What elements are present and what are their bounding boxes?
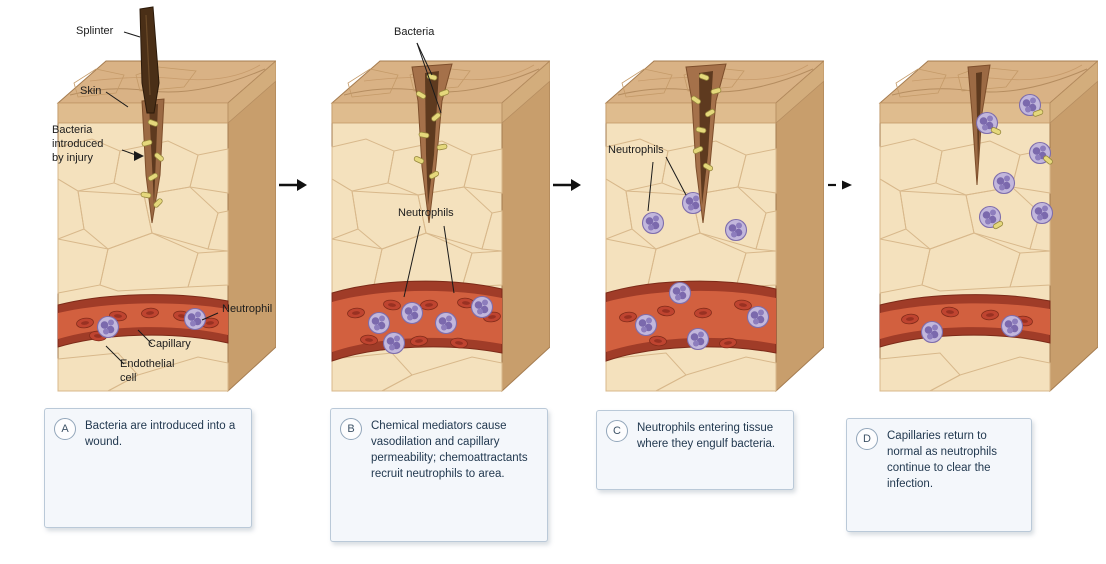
arrow-2-box: [550, 0, 584, 400]
caption-box-a: A Bacteria are introduced into a wound.: [44, 408, 252, 528]
arrow-3-box: [824, 0, 858, 400]
step-letter-c: C: [606, 420, 628, 442]
neutrophil-cell: [367, 311, 391, 335]
caption-text-c: Neutrophils entering tissue where they e…: [637, 422, 776, 450]
caption-row: A Bacteria are introduced into a wound. …: [0, 400, 1106, 564]
step-letter-b: B: [340, 418, 362, 440]
caption-text-d: Capillaries return to normal as neutroph…: [887, 430, 997, 490]
caption-text-b: Chemical mediators cause vasodilation an…: [371, 420, 528, 480]
neutrophil-cell: [470, 295, 494, 319]
label-capillary: Capillary: [148, 338, 191, 350]
neutrophil-cell: [920, 320, 944, 344]
neutrophil-cell: [183, 307, 207, 331]
right-arrow-icon: [553, 179, 581, 191]
leader-lines: [647, 156, 687, 212]
skin-cross-section-emigration-illustration: [605, 60, 824, 392]
skin-cross-section-vasodilation-illustration: [331, 42, 550, 392]
step-letter-a: A: [54, 418, 76, 440]
neutrophil-cell: [434, 311, 458, 335]
neutrophil-cell: [746, 305, 770, 329]
panel-2-vasodilation: Bacteria Neutrophils: [310, 0, 550, 400]
neutrophil-in-tissue: [724, 218, 748, 242]
neutrophil-cell: [382, 331, 406, 355]
neutrophil-in-tissue: [1030, 201, 1054, 225]
label-splinter: Splinter: [76, 25, 114, 37]
arrow-1-box: [276, 0, 310, 400]
label-neutrophils: Neutrophils: [608, 144, 664, 156]
label-endothelial-cell: Endothelial cell: [120, 358, 175, 384]
label-neutrophil: Neutrophil: [222, 303, 273, 315]
panel-4-resolution: [858, 0, 1098, 400]
splinter-graphic: [139, 6, 160, 114]
leader-lines: [403, 42, 455, 298]
panel-3-emigration: Neutrophils: [584, 0, 824, 400]
neutrophil-cell: [96, 315, 120, 339]
caption-box-b: B Chemical mediators cause vasodilation …: [330, 408, 548, 542]
label-skin: Skin: [80, 85, 102, 97]
illustration-row: Splinter Skin Bacteria introduced by inj…: [36, 0, 1098, 400]
label-bacteria: Bacteria: [394, 26, 435, 38]
neutrophil-cell: [634, 313, 658, 337]
skin-cross-section-resolution-illustration: [879, 60, 1098, 392]
neutrophil-cell: [686, 327, 710, 351]
caption-box-d: D Capillaries return to normal as neutro…: [846, 418, 1032, 532]
panel-1-injury: Splinter Skin Bacteria introduced by inj…: [36, 0, 276, 400]
right-arrow-icon: [828, 180, 852, 190]
caption-text-a: Bacteria are introduced into a wound.: [85, 420, 236, 448]
skin-cross-section-injury-illustration: [57, 6, 276, 392]
leader-lines: [105, 31, 219, 365]
right-arrow-icon: [279, 179, 307, 191]
neutrophil-cell: [400, 301, 424, 325]
label-neutrophils: Neutrophils: [398, 207, 454, 219]
neutrophil-in-tissue: [641, 211, 665, 235]
caption-box-c: C Neutrophils entering tissue where they…: [596, 410, 794, 490]
neutrophil-cell: [1000, 314, 1024, 338]
neutrophil-in-tissue: [992, 171, 1016, 195]
neutrophil-transmigrating: [668, 281, 692, 305]
label-bacteria-introduced: Bacteria introduced by injury: [52, 124, 104, 164]
step-letter-d: D: [856, 428, 878, 450]
